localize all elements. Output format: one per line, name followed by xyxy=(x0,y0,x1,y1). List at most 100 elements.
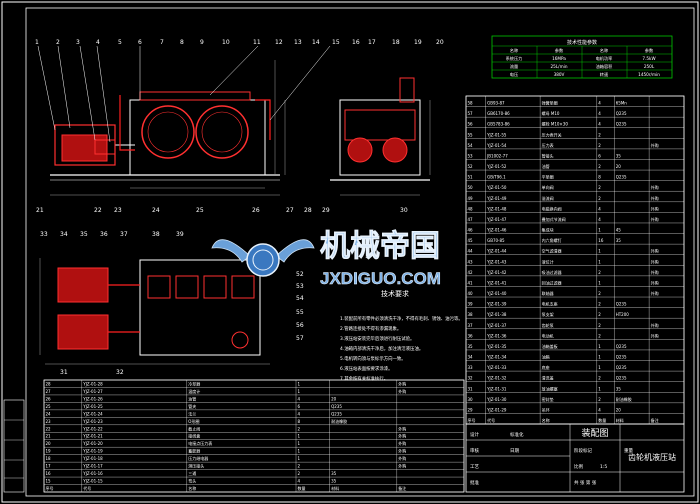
spec-cell: 7.5kW xyxy=(642,56,655,61)
table-cell: 22 xyxy=(46,426,52,431)
front-callout: 25 xyxy=(196,207,204,214)
front-callout: 22 xyxy=(94,207,102,214)
front-callout: 4 xyxy=(96,39,100,46)
table-cell: 20 xyxy=(616,164,622,169)
table-cell: 4 xyxy=(298,479,301,484)
spec-cell: 参数 xyxy=(555,47,564,54)
table-cell: 1 xyxy=(598,280,601,285)
table-cell: 油箱盖板 xyxy=(542,343,558,349)
tb-label: 设计 xyxy=(470,431,479,438)
table-cell: 名称 xyxy=(542,417,550,423)
front-view xyxy=(50,60,286,196)
tb-label: 日期 xyxy=(510,448,519,454)
table-cell: 1 xyxy=(598,386,601,391)
table-cell: Q235 xyxy=(616,302,627,307)
table-cell: 38 xyxy=(468,312,474,317)
front-callout: 10 xyxy=(222,39,230,46)
table-cell: 外购 xyxy=(651,269,659,275)
table-cell: 外购 xyxy=(651,322,659,328)
table-cell: Q235 xyxy=(616,175,627,180)
table-cell: 27 xyxy=(46,389,52,394)
technical-notes: 技术要求 1.装配前所有零件必须清洗干净，不得有毛刺、锈蚀、油污等。 2.管路连… xyxy=(340,289,463,382)
table-cell: 外购 xyxy=(398,455,406,461)
table-cell: YJZ-01-40 xyxy=(486,291,507,296)
note-line: 7.其余按有关标准执行。 xyxy=(340,375,388,382)
note-line: 2.管路连接处不得有渗漏现象。 xyxy=(340,325,401,332)
spec-cell: 1450r/min xyxy=(638,72,660,77)
table-cell: 齿轮泵 xyxy=(542,322,554,328)
table-cell: 2 xyxy=(298,471,301,476)
note-line: 1.装配前所有零件必须清洗干净，不得有毛刺、锈蚀、油污等。 xyxy=(340,315,463,322)
front-callout: 13 xyxy=(294,39,302,46)
scale-value: 1:5 xyxy=(600,464,607,470)
table-cell: 联轴器 xyxy=(542,290,554,296)
table-cell: 24 xyxy=(46,411,52,416)
table-cell: 48 xyxy=(468,206,474,211)
side-callout: 30 xyxy=(400,207,408,214)
table-cell: 4 xyxy=(598,111,601,116)
spec-cell: 流量 xyxy=(510,63,518,70)
inner-frame xyxy=(25,7,695,497)
table-cell: Q235 xyxy=(616,344,627,349)
table-cell: 液位计 xyxy=(542,258,554,264)
plan-callout: 56 xyxy=(296,322,304,329)
table-cell: 41 xyxy=(468,280,474,285)
spec-cell: 250L xyxy=(644,64,655,69)
plan-callout: 31 xyxy=(60,369,68,376)
side-callout: 16 xyxy=(352,39,360,46)
table-cell: 26 xyxy=(46,396,52,401)
table-cell: 39 xyxy=(468,302,474,307)
plan-callout: 36 xyxy=(100,231,108,238)
front-callout: 9 xyxy=(200,39,204,46)
table-cell: 44 xyxy=(468,249,474,254)
plan-callout: 52 xyxy=(296,271,304,278)
table-cell: GB70-85 xyxy=(487,238,505,243)
table-cell: YJZ-01-33 xyxy=(486,365,507,370)
table-cell: 外购 xyxy=(651,142,659,148)
notes-heading: 技术要求 xyxy=(381,289,409,298)
table-cell: 2 xyxy=(598,291,601,296)
table-cell: 1 xyxy=(598,365,601,370)
table-cell: 47 xyxy=(468,217,474,222)
table-cell: 35 xyxy=(331,479,337,484)
table-cell: 温度计 xyxy=(188,388,200,394)
table-cell: 42 xyxy=(468,270,474,275)
table-cell: 外购 xyxy=(398,433,406,439)
table-cell: 数量 xyxy=(298,485,306,491)
table-cell: YJZ-01-30 xyxy=(486,397,507,402)
table-cell: 2 xyxy=(598,270,601,275)
front-callout: 5 xyxy=(118,39,122,46)
table-cell: YJZ-01-19 xyxy=(82,449,103,454)
table-cell: HT200 xyxy=(616,312,630,317)
plan-callout: 53 xyxy=(296,283,304,290)
table-cell: 1 xyxy=(598,344,601,349)
side-callouts: 16 17 18 19 20 27 28 29 30 xyxy=(286,39,444,214)
spec-cell: 油箱容积 xyxy=(596,63,613,70)
table-cell: 管夹 xyxy=(188,403,196,409)
table-cell: 吊环 xyxy=(542,407,550,412)
table-cell: 集成块 xyxy=(542,227,554,233)
front-callout: 6 xyxy=(138,39,142,46)
table-cell: YJZ-01-47 xyxy=(486,217,507,222)
table-cell: YJZ-01-46 xyxy=(486,228,507,233)
table-cell: 备注 xyxy=(651,417,659,423)
table-cell: 材料 xyxy=(616,417,624,423)
spec-cell: 参数 xyxy=(645,47,654,54)
table-cell: 57 xyxy=(468,111,474,116)
table-cell: 28 xyxy=(46,381,52,386)
table-cell: 1 xyxy=(598,228,601,233)
table-cell: 4 xyxy=(598,407,601,412)
note-line: 6.液压站表面按要求涂漆。 xyxy=(340,365,393,372)
table-cell: 40 xyxy=(468,291,474,296)
table-cell: 油箱 xyxy=(542,354,550,360)
table-cell: 弯头 xyxy=(188,478,196,484)
table-cell: 1 xyxy=(598,249,601,254)
table-cell: 16 xyxy=(46,471,52,476)
table-cell: YJZ-01-26 xyxy=(82,396,103,401)
weight-label: 重量 xyxy=(624,447,633,454)
table-cell: 密封垫 xyxy=(542,396,554,402)
